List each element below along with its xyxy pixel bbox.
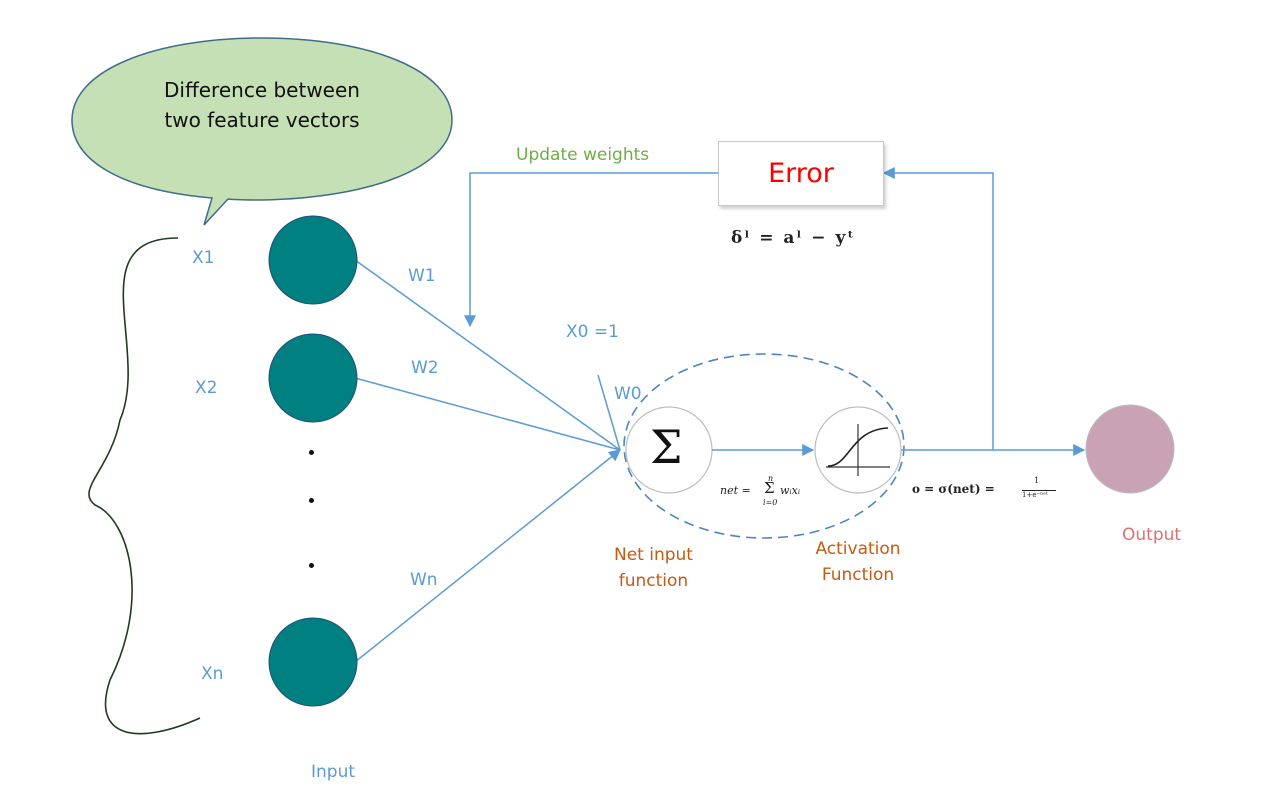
ellipsis-dot (309, 498, 314, 503)
weight-label-w0: W0 (614, 384, 642, 404)
arrow-output-error (882, 167, 994, 450)
update-weights-label: Update weights (516, 145, 650, 165)
input-node-xn (268, 617, 358, 707)
bubble-text: Difference between two feature vectors (150, 75, 374, 135)
speech-bubble (71, 37, 453, 226)
output-label: Output (1122, 525, 1182, 545)
output-fraction-bar (1022, 490, 1056, 491)
activation-line-2: Function (821, 565, 895, 585)
activation-caption: Activation Function (798, 536, 918, 588)
connection-w2 (354, 377, 621, 451)
sigmoid-icon (826, 424, 890, 476)
input-node-x1 (268, 215, 358, 305)
bubble-line-2: two feature vectors (164, 108, 360, 132)
connection-w1 (354, 259, 621, 451)
bubble-line-1: Difference between (164, 78, 360, 102)
error-formula: δˡ = aˡ − yᵗ (731, 228, 856, 248)
input-label-x1: X1 (192, 248, 215, 268)
output-fraction-num: 1 (1034, 476, 1040, 485)
weight-label-w1: W1 (408, 266, 436, 286)
net-sum-bottom: i=0 (763, 498, 778, 507)
net-input-caption: Net input function (596, 542, 711, 594)
input-caption: Input (311, 762, 356, 782)
neuron-boundary (623, 353, 905, 539)
connection-w0 (597, 374, 621, 451)
weight-label-w2: W2 (411, 358, 439, 378)
input-label-x2: X2 (195, 378, 218, 398)
weight-label-wn: Wn (410, 570, 438, 590)
net-input-line-2: function (618, 571, 689, 591)
error-box: Error (718, 141, 884, 206)
output-formula: o = σ(net) = 1 1+e⁻ⁿᵉᵗ (912, 476, 1082, 510)
connection-wn (354, 449, 621, 663)
output-node (1085, 404, 1175, 494)
net-lhs: net = (720, 484, 751, 497)
sigma-symbol: Σ (650, 420, 683, 474)
output-lhs: o = σ(net) = (912, 482, 995, 496)
input-brace (88, 237, 201, 735)
net-input-line-1: Net input (614, 545, 693, 565)
net-sum-top: n (768, 474, 774, 483)
net-sum-sign: Σ (764, 479, 775, 497)
input-label-xn: Xn (201, 664, 224, 684)
bias-label: X0 =1 (566, 322, 619, 342)
ellipsis-dot (309, 450, 314, 455)
ellipsis-dot (309, 563, 314, 568)
net-term: wᵢxᵢ (780, 484, 801, 497)
activation-line-1: Activation (815, 539, 901, 559)
error-label: Error (768, 158, 834, 189)
output-fraction-den: 1+e⁻ⁿᵉᵗ (1022, 491, 1048, 499)
input-node-x2 (268, 333, 358, 423)
arrow-update-weights (464, 172, 718, 328)
